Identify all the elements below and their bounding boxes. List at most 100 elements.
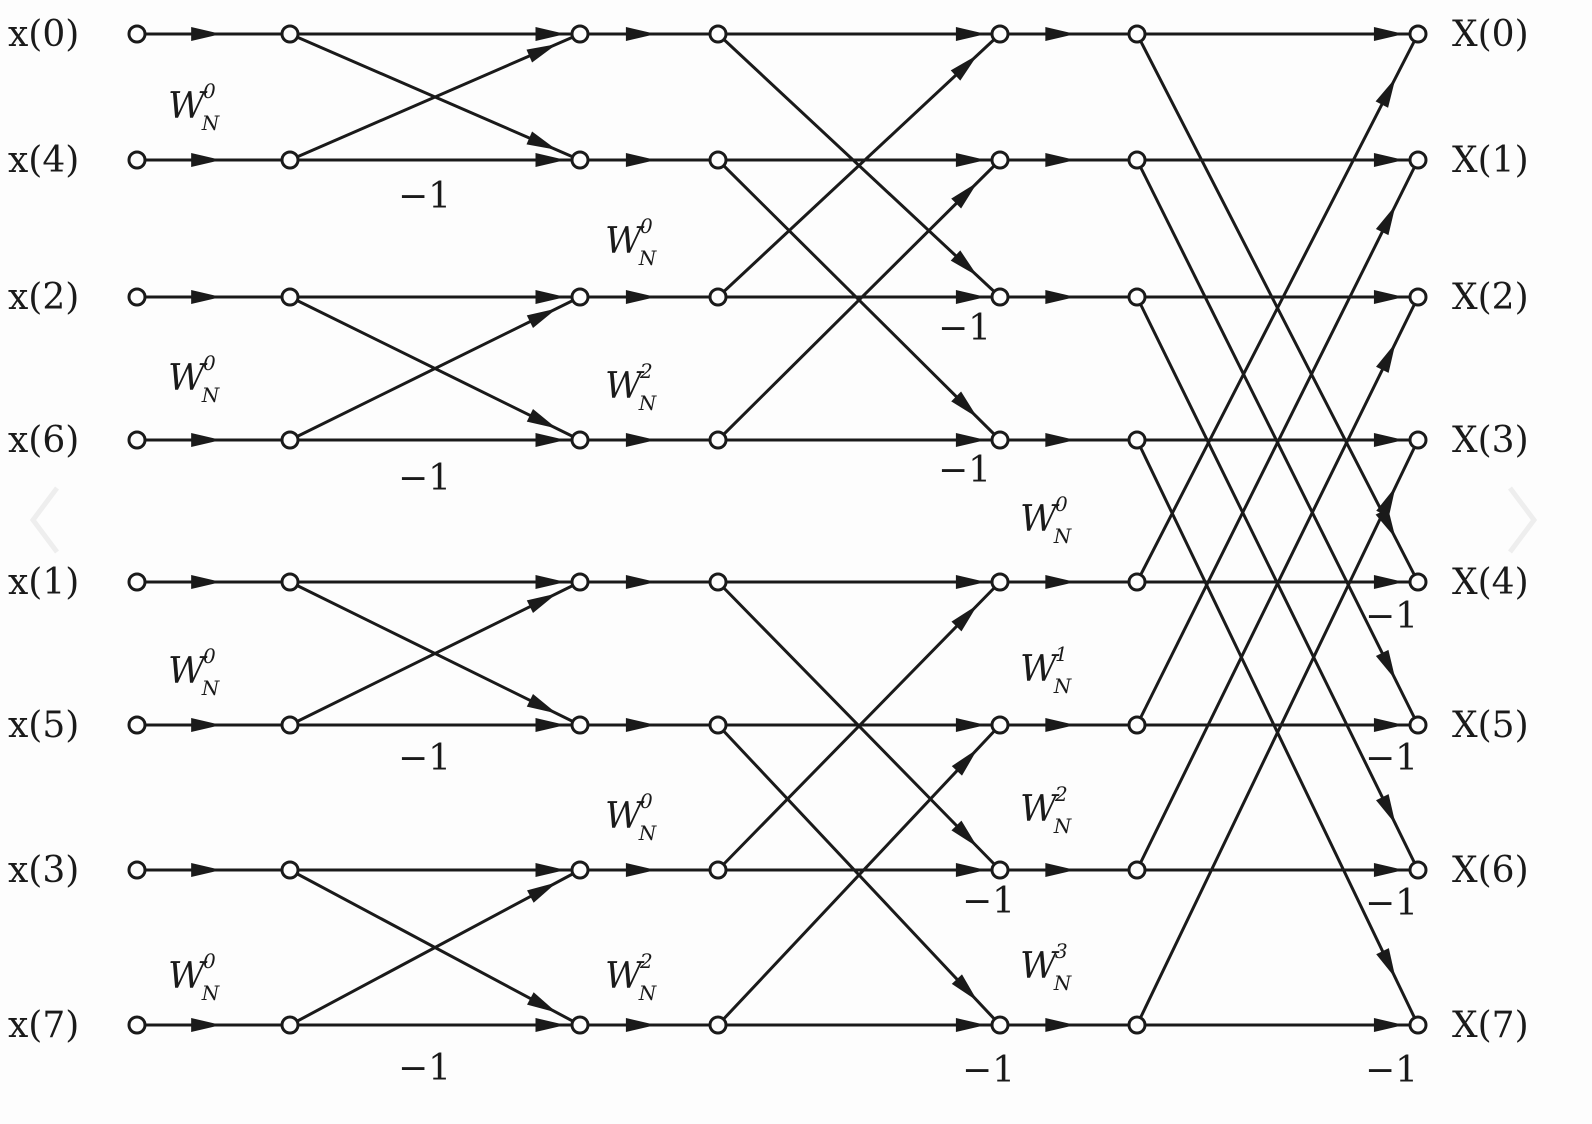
- input-label: x(0): [8, 14, 79, 55]
- labels: x(0)X(0)x(4)X(1)x(2)X(2)x(6)X(3)x(1)X(4)…: [8, 14, 1529, 1091]
- node: [127, 430, 147, 450]
- arrowhead: [191, 718, 222, 732]
- arrowhead: [526, 308, 557, 328]
- arrowhead: [535, 153, 566, 167]
- node: [127, 572, 147, 592]
- node: [1408, 287, 1428, 307]
- twiddle-subscript: N: [638, 981, 658, 1005]
- node: [280, 860, 300, 880]
- twiddle-base: W: [1020, 789, 1060, 830]
- arrowhead: [1045, 863, 1076, 877]
- input-label: x(5): [8, 705, 79, 746]
- node: [990, 715, 1010, 735]
- negative-one-label: −1: [962, 881, 1015, 922]
- edge: [1135, 33, 1420, 583]
- twiddle-subscript: N: [1053, 814, 1073, 838]
- node: [127, 715, 147, 735]
- negative-one-label: −1: [1365, 1050, 1418, 1091]
- arrowhead: [191, 27, 222, 41]
- twiddle-exponent: 2: [1054, 782, 1068, 806]
- node: [708, 860, 728, 880]
- input-label: x(6): [8, 420, 79, 461]
- arrows: [191, 27, 1404, 1032]
- negative-one-label: −1: [938, 450, 991, 491]
- twiddle-base: W: [605, 221, 645, 262]
- twiddle-base: W: [1020, 499, 1060, 540]
- arrowhead: [526, 131, 557, 150]
- node: [570, 24, 590, 44]
- arrowhead: [1045, 575, 1076, 589]
- node: [1127, 430, 1147, 450]
- nodes: [127, 24, 1428, 1035]
- node: [570, 1015, 590, 1035]
- node: [990, 430, 1010, 450]
- arrowhead: [535, 863, 566, 877]
- node: [280, 24, 300, 44]
- twiddle-subscript: N: [1053, 524, 1073, 548]
- arrowhead: [1373, 433, 1404, 447]
- arrowhead: [1045, 290, 1076, 304]
- twiddle-subscript: N: [638, 821, 658, 845]
- chevron-left-icon[interactable]: [25, 480, 65, 560]
- arrowhead: [625, 27, 656, 41]
- chevron-right-icon[interactable]: [1502, 480, 1542, 560]
- node: [708, 287, 728, 307]
- arrowhead: [1373, 1018, 1404, 1032]
- arrowhead: [527, 882, 557, 903]
- arrowhead: [526, 694, 557, 714]
- node: [990, 1015, 1010, 1035]
- node: [1408, 430, 1428, 450]
- node: [990, 24, 1010, 44]
- node: [127, 1015, 147, 1035]
- arrowhead: [1373, 863, 1404, 877]
- input-label: x(1): [8, 562, 79, 603]
- arrowhead: [625, 290, 656, 304]
- arrowhead: [1373, 575, 1404, 589]
- node: [570, 715, 590, 735]
- negative-one-label: −1: [1365, 596, 1418, 637]
- arrowhead: [535, 575, 566, 589]
- arrowhead: [526, 44, 557, 63]
- node: [280, 430, 300, 450]
- input-label: x(2): [8, 277, 79, 318]
- node: [1127, 24, 1147, 44]
- node: [708, 572, 728, 592]
- arrowhead: [1376, 794, 1396, 825]
- twiddle-exponent: 0: [203, 79, 216, 103]
- arrowhead: [951, 820, 978, 847]
- twiddle-base: W: [1020, 946, 1060, 987]
- twiddle-subscript: N: [1053, 971, 1073, 995]
- arrowhead: [535, 290, 566, 304]
- node: [280, 287, 300, 307]
- twiddle-exponent: 0: [1055, 492, 1068, 516]
- output-label: X(2): [1452, 277, 1529, 318]
- input-label: x(4): [8, 140, 79, 181]
- node: [570, 287, 590, 307]
- node: [1408, 715, 1428, 735]
- input-label: x(7): [8, 1005, 79, 1046]
- arrowhead: [1373, 290, 1404, 304]
- arrowhead: [955, 290, 986, 304]
- input-label: x(3): [8, 850, 79, 891]
- arrowhead: [951, 605, 978, 632]
- arrowhead: [1045, 433, 1076, 447]
- negative-one-label: −1: [1365, 883, 1418, 924]
- node: [708, 150, 728, 170]
- arrowhead: [625, 153, 656, 167]
- node: [1127, 287, 1147, 307]
- negative-one-label: −1: [1365, 738, 1418, 779]
- twiddle-exponent: 0: [640, 214, 653, 238]
- edge: [716, 723, 1002, 1027]
- twiddle-base: W: [605, 956, 645, 997]
- node: [990, 860, 1010, 880]
- twiddle-subscript: N: [201, 111, 221, 135]
- arrowhead: [950, 250, 978, 276]
